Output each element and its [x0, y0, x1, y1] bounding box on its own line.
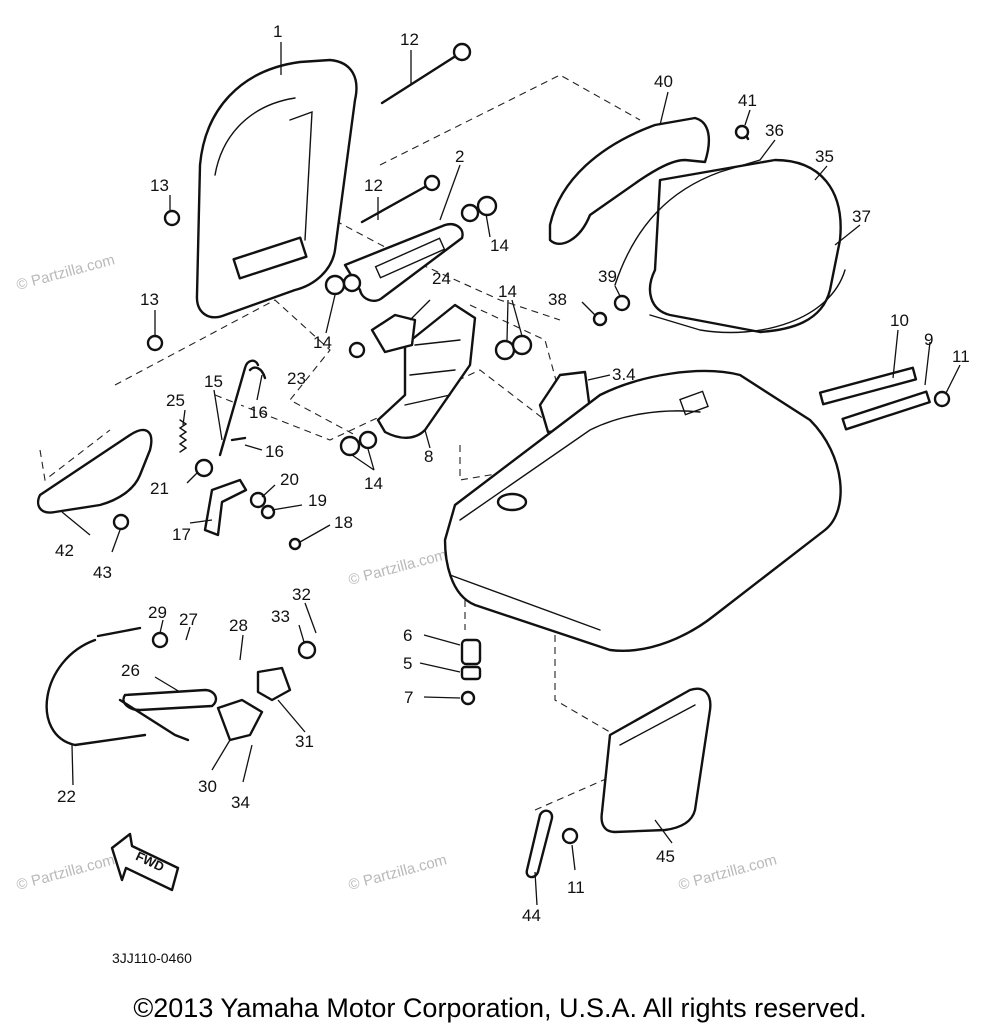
callout: 39 [598, 267, 617, 286]
grab-handle [36, 428, 153, 514]
callout: 14 [498, 282, 517, 301]
bolts [360, 42, 750, 224]
electrical-box [600, 687, 712, 834]
rear-cover [548, 116, 711, 246]
callout: 25 [166, 391, 185, 410]
backrest [195, 58, 358, 319]
callout: 14 [490, 236, 509, 255]
callout: 16 [249, 403, 268, 422]
forward-arrow: FWD [110, 832, 180, 892]
callout: 30 [198, 777, 217, 796]
latch-parts [460, 638, 482, 681]
callout: 31 [295, 732, 314, 751]
watermark: © Partzilla.com [347, 851, 449, 894]
callout: 26 [121, 661, 140, 680]
watermark: © Partzilla.com [15, 851, 117, 894]
mounting-plate [343, 223, 464, 302]
callout: 33 [271, 607, 290, 626]
strips [818, 366, 931, 431]
callout-labels: 1 12 12 13 13 2 14 14 14 14 40 41 36 35 … [55, 22, 970, 925]
callout: 11 [567, 878, 585, 897]
cable [45, 626, 147, 747]
callout: 5 [403, 654, 412, 673]
callout: 16 [265, 442, 284, 461]
callout: 20 [280, 470, 299, 489]
callout: 37 [852, 207, 871, 226]
callout: 11 [952, 347, 970, 366]
callout: 38 [548, 290, 567, 309]
callout: 45 [656, 847, 675, 866]
callout: 6 [403, 626, 412, 645]
lever-bracket [203, 478, 248, 537]
callout: 15 [204, 372, 223, 391]
callout: 27 [179, 610, 198, 629]
callout: 22 [57, 787, 76, 806]
callout: 35 [815, 147, 834, 166]
diagram-code: 3JJ110-0460 [112, 950, 192, 966]
callout: 2 [455, 147, 464, 166]
callout: 28 [229, 616, 248, 635]
callout: 14 [313, 333, 332, 352]
callout: 13 [140, 290, 159, 309]
small-bracket [370, 313, 417, 354]
leader-lines [61, 42, 961, 906]
watermark: © Partzilla.com [677, 851, 779, 894]
copyright-notice: ©2013 Yamaha Motor Corporation, U.S.A. A… [133, 993, 867, 1023]
callout: 36 [765, 121, 784, 140]
storage-lid [614, 158, 846, 334]
tank-housing [443, 369, 842, 652]
callout: 8 [424, 447, 433, 466]
seat-bracket [376, 303, 477, 439]
callout: 44 [522, 906, 541, 925]
callout: 19 [308, 491, 327, 510]
callout: 14 [364, 474, 383, 493]
callout: 41 [738, 91, 757, 110]
callout: 18 [334, 513, 353, 532]
callout: 43 [93, 563, 112, 582]
lever-assembly [118, 666, 292, 742]
callout: 17 [172, 525, 191, 544]
fasteners [112, 195, 951, 845]
callout: 29 [148, 603, 167, 622]
callout: 32 [292, 585, 311, 604]
rod-parts [218, 359, 267, 457]
callout: 34 [231, 793, 250, 812]
callout: 12 [400, 30, 419, 49]
link-plate [525, 809, 554, 879]
callout: 42 [55, 541, 74, 560]
callout: 23 [287, 369, 306, 388]
spring [178, 419, 188, 453]
callout: 1 [273, 22, 282, 41]
callout: 9 [924, 330, 933, 349]
callout: 24 [432, 269, 451, 288]
callout: 12 [364, 176, 383, 195]
callout: 3.4 [612, 365, 636, 384]
callout: 13 [150, 176, 169, 195]
callout: 7 [404, 688, 413, 707]
callout: 10 [890, 311, 909, 330]
watermark: © Partzilla.com [15, 251, 117, 294]
callout: 40 [654, 72, 673, 91]
callout: 21 [150, 479, 169, 498]
watermark: © Partzilla.com [347, 546, 449, 589]
